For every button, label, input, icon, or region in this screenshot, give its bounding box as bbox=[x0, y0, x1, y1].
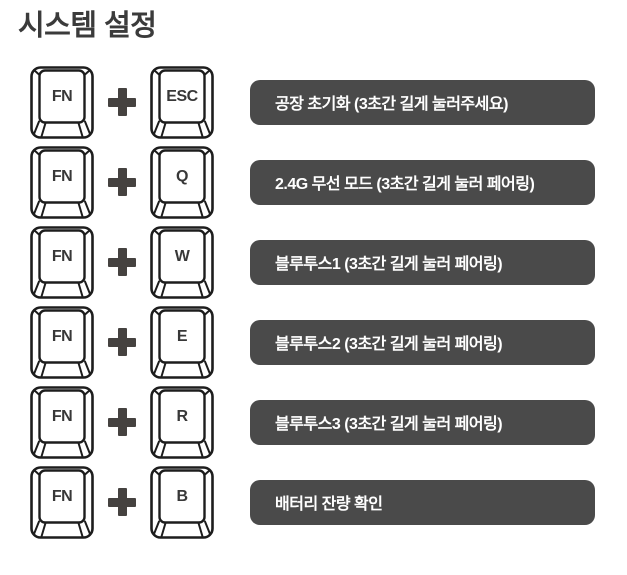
shortcut-row-24g-wireless: FN Q 2.4G 무선 모드 (3초간 길게 눌러 페어링) bbox=[0, 142, 627, 222]
plus-icon bbox=[107, 167, 137, 197]
description-pill: 블루투스3 (3초간 길게 눌러 페어링) bbox=[250, 399, 595, 445]
keycap-fn: FN bbox=[30, 466, 94, 539]
shortcut-row-bluetooth2: FN E 블루투스2 (3초간 길게 눌러 페어링) bbox=[0, 302, 627, 382]
key-label-e: E bbox=[176, 327, 188, 345]
description-text: 공장 초기화 (3초간 길게 눌러주세요) bbox=[275, 96, 508, 113]
keycap-fn: FN bbox=[30, 306, 94, 379]
keycap-esc: ESC bbox=[150, 66, 214, 139]
keycap-w: W bbox=[150, 226, 214, 299]
description-pill: 2.4G 무선 모드 (3초간 길게 눌러 페어링) bbox=[250, 159, 595, 205]
shortcut-row-bluetooth3: FN R 블루투스3 (3초간 길게 눌러 페어링) bbox=[0, 382, 627, 462]
key-label-w: W bbox=[174, 247, 190, 265]
keycap-r: R bbox=[150, 386, 214, 459]
key-label-fn: FN bbox=[51, 247, 73, 265]
key-label-b: B bbox=[176, 487, 188, 505]
key-label-fn: FN bbox=[51, 407, 73, 425]
key-label-esc: ESC bbox=[166, 87, 198, 105]
page-title: 시스템 설정 bbox=[18, 10, 157, 42]
key-label-fn: FN bbox=[51, 487, 73, 505]
description-text: 블루투스1 (3초간 길게 눌러 페어링) bbox=[275, 256, 503, 273]
plus-icon bbox=[107, 487, 137, 517]
key-label-r: R bbox=[176, 407, 188, 425]
description-pill: 공장 초기화 (3초간 길게 눌러주세요) bbox=[250, 79, 595, 125]
shortcut-row-bluetooth1: FN W 블루투스1 (3초간 길게 눌러 페어링) bbox=[0, 222, 627, 302]
description-pill: 배터리 잔량 확인 bbox=[250, 479, 595, 525]
keycap-fn: FN bbox=[30, 146, 94, 219]
shortcut-row-factory-reset: FN ESC 공장 초기화 (3초간 길게 눌러주세요) bbox=[0, 62, 627, 142]
description-pill: 블루투스1 (3초간 길게 눌러 페어링) bbox=[250, 239, 595, 285]
key-label-q: Q bbox=[176, 167, 188, 185]
keycap-fn: FN bbox=[30, 386, 94, 459]
plus-icon bbox=[107, 407, 137, 437]
keycap-b: B bbox=[150, 466, 214, 539]
key-label-fn: FN bbox=[51, 327, 73, 345]
description-text: 블루투스2 (3초간 길게 눌러 페어링) bbox=[275, 336, 503, 353]
description-pill: 블루투스2 (3초간 길게 눌러 페어링) bbox=[250, 319, 595, 365]
keycap-e: E bbox=[150, 306, 214, 379]
key-label-fn: FN bbox=[51, 87, 73, 105]
shortcut-list: FN ESC 공장 초기화 (3초간 길게 눌러주세요) FN Q 2.4G bbox=[0, 62, 627, 542]
shortcut-row-battery-check: FN B 배터리 잔량 확인 bbox=[0, 462, 627, 542]
plus-icon bbox=[107, 87, 137, 117]
plus-icon bbox=[107, 327, 137, 357]
key-label-fn: FN bbox=[51, 167, 73, 185]
plus-icon bbox=[107, 247, 137, 277]
keycap-fn: FN bbox=[30, 66, 94, 139]
description-text: 블루투스3 (3초간 길게 눌러 페어링) bbox=[275, 416, 503, 433]
keycap-q: Q bbox=[150, 146, 214, 219]
description-text: 배터리 잔량 확인 bbox=[275, 496, 383, 513]
keycap-fn: FN bbox=[30, 226, 94, 299]
description-text: 2.4G 무선 모드 (3초간 길게 눌러 페어링) bbox=[275, 176, 535, 193]
